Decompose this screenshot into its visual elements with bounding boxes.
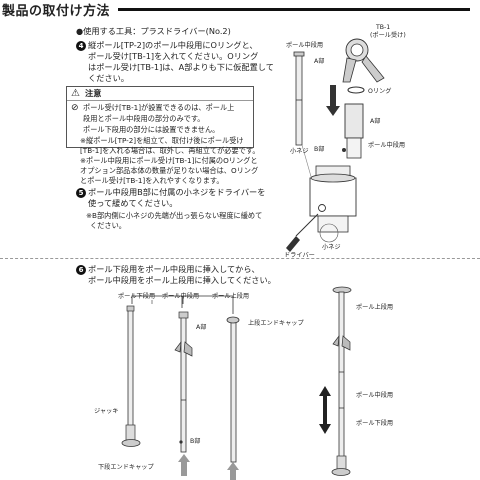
label-oring: Oリング	[368, 88, 392, 95]
title-rule	[118, 8, 470, 11]
step6-line-2: ポール中段用をポール上段用に挿入してください。	[88, 275, 276, 285]
label-upper-end-cap: 上段エンドキャップ	[248, 320, 304, 327]
step5-line-2: 使って緩めてください。	[88, 198, 178, 208]
label-right-mid: ポール中段用	[356, 392, 394, 399]
step4-line-2: ポール受け[TB-1]を入れてください。Oリング	[88, 51, 259, 61]
label-lower-end-cap: 下段エンドキャップ	[98, 464, 154, 471]
label-tb1-sub: (ポール受け)	[370, 32, 406, 39]
label-tb1: TB-1	[376, 24, 391, 31]
label-a-part-lower: A部	[196, 324, 207, 331]
notes-block: ※縦ポール[TP-2]を組立て、取付け後にポール受け [TB-1]を入れる場合は…	[80, 136, 260, 186]
caution-box: ⚠ 注意 ⊘ ポール受け[TB-1]が設置できるのは、ポール上 段用とポール中段…	[66, 86, 254, 148]
label-right-upper: ポール上段用	[356, 304, 394, 311]
caution-line-1: ポール受け[TB-1]が設置できるのは、ポール上	[83, 103, 235, 112]
label-jack: ジャッキ	[94, 408, 119, 415]
step5-number: 5	[76, 188, 86, 198]
step6-number: 6	[76, 265, 86, 275]
step5-note-1: ※B部内側に小ネジの先端が出っ張らない程度に緩めて	[86, 211, 263, 220]
label-b-part: B部	[314, 146, 325, 153]
label-a-part-2: A部	[370, 118, 381, 125]
label-small-screw-2: 小ネジ	[322, 244, 341, 251]
label-right-lower: ポール下段用	[356, 420, 394, 427]
step5-line-1: ポール中段用B部に付属の小ネジをドライバーを	[88, 187, 266, 197]
label-mid-pole: ポール中段用	[162, 293, 200, 300]
label-driver: ドライバー	[284, 252, 315, 259]
warning-icon: ⚠	[71, 88, 80, 99]
label-a-part: A部	[314, 58, 325, 65]
label-pole-mid: ポール中段用	[286, 42, 324, 49]
caution-header: ⚠ 注意	[67, 87, 253, 101]
step6-line-1: ポール下段用をポール中段用に挿入してから、	[88, 264, 260, 274]
tool-line: ●使用する工具：プラスドライバー(No.2)	[76, 26, 231, 36]
caution-line-2: 段用とポール中段用の部分のみです。	[83, 114, 205, 123]
caution-title: 注意	[85, 88, 102, 98]
step4-line-1: 縦ポール[TP-2]のポール中段用にOリングと、	[88, 40, 258, 50]
label-upper-pole: ポール上段用	[212, 293, 250, 300]
label-lower-pole: ポール下段用	[118, 293, 156, 300]
label-pole-mid-2: ポール中段用	[368, 142, 406, 149]
step4-number: 4	[76, 41, 86, 51]
note-line-2: [TB-1]を入れる場合は、取外し、再組立てが必要です。	[80, 146, 260, 155]
section-divider	[0, 258, 480, 259]
prohibited-icon: ⊘	[71, 103, 79, 113]
caution-line-3: ポール下段用の部分には設置できません。	[83, 125, 220, 134]
step4-line-4: ください。	[88, 73, 129, 83]
step4-line-3: はポール受け[TB-1]は、A部よりも下に仮配置して	[88, 62, 274, 72]
note-line-4: オプション部品本体の数量が足りない場合は、Oリング	[80, 166, 259, 175]
step5-note-2: ください。	[90, 221, 126, 230]
page-title: 製品の取付け方法	[2, 4, 111, 19]
note-line-5: とポール受け[TB-1]を入れやすくなります。	[80, 176, 224, 185]
note-line-3: ※ポール中段用にポール受け[TB-1]に付属のOリングと	[80, 156, 258, 165]
label-small-screw: 小ネジ	[290, 148, 309, 155]
note-line-1: ※縦ポール[TP-2]を組立て、取付け後にポール受け	[80, 136, 244, 145]
label-b-part-lower: B部	[190, 438, 201, 445]
